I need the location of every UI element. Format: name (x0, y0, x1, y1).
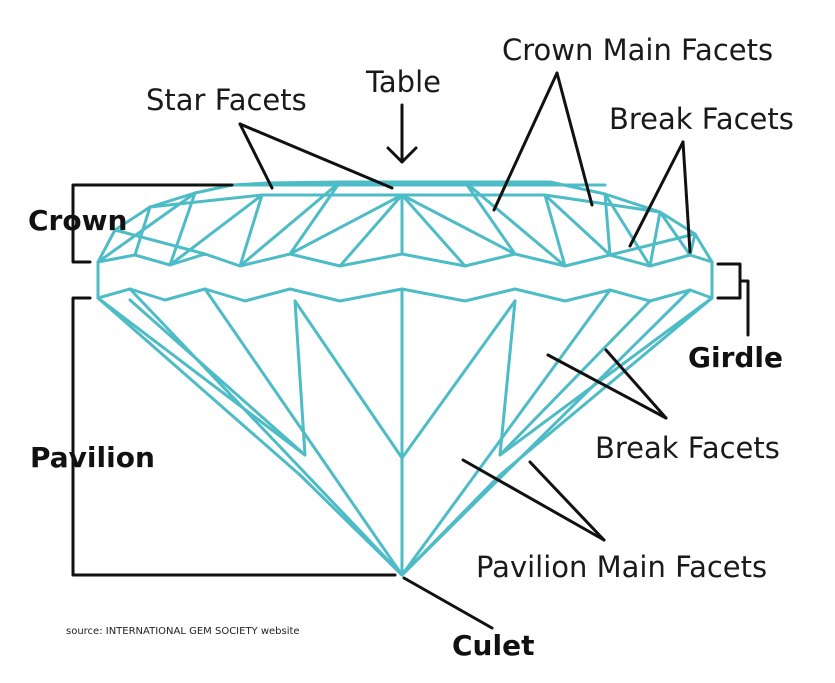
label-pavilion: Pavilion (30, 441, 155, 474)
source-credit: source: INTERNATIONAL GEM SOCIETY websit… (66, 626, 300, 637)
crown-break-left-3 (133, 205, 152, 257)
label-culet: Culet (452, 629, 534, 662)
girdle-bracket (716, 262, 742, 300)
crown-bracket (71, 183, 234, 264)
pavilion-bracket (71, 296, 397, 577)
label-crown-main-facets: Crown Main Facets (502, 33, 773, 67)
break-top-pointer-right (681, 140, 692, 254)
break-bottom-pointer-right (604, 348, 668, 420)
label-break-facets-bottom: Break Facets (595, 431, 780, 465)
pavilion-break-far-right (498, 296, 714, 457)
diamond-shape (96, 180, 714, 577)
pavilion-break-left (128, 298, 307, 457)
culet-pointer (402, 576, 494, 630)
label-table: Table (365, 65, 441, 99)
crown-outline (96, 180, 714, 264)
pavilion-break-far-left (96, 296, 307, 457)
pavilion-main-2 (400, 288, 612, 577)
crown-break-right-2 (608, 232, 697, 257)
pavilion-main-4 (400, 288, 692, 577)
table-arrow-head (386, 146, 418, 164)
girdle-bottom (96, 287, 714, 303)
crown-facet-lines-2 (400, 180, 692, 268)
crown-break-right-1 (543, 193, 662, 214)
crown-facet-lines (96, 180, 404, 268)
label-crown: Crown (28, 204, 127, 237)
star-facets-pointer-right (238, 122, 394, 190)
crown-break-left-2 (148, 193, 264, 209)
pavilion-main-3 (128, 287, 404, 577)
crown-break-left-1 (113, 228, 207, 256)
pointer-lines (71, 71, 750, 630)
label-pavilion-main-facets: Pavilion Main Facets (476, 550, 767, 584)
crown-main-pointer-left (492, 71, 559, 212)
crown-main-pointer-right (555, 71, 594, 207)
star-facets-pointer-left (238, 122, 274, 190)
girdle-bracket-tail (738, 279, 750, 337)
pavilion-main-pointer-left (461, 458, 606, 542)
label-star-facets: Star Facets (146, 83, 307, 117)
girdle-top (96, 252, 714, 268)
break-top-pointer-left (628, 140, 685, 248)
pavilion-main-pointer-right (528, 460, 606, 542)
label-break-facets-top: Break Facets (609, 102, 794, 136)
break-bottom-pointer-left (546, 353, 668, 420)
label-girdle: Girdle (688, 341, 783, 374)
pavilion-break-center (293, 299, 517, 460)
